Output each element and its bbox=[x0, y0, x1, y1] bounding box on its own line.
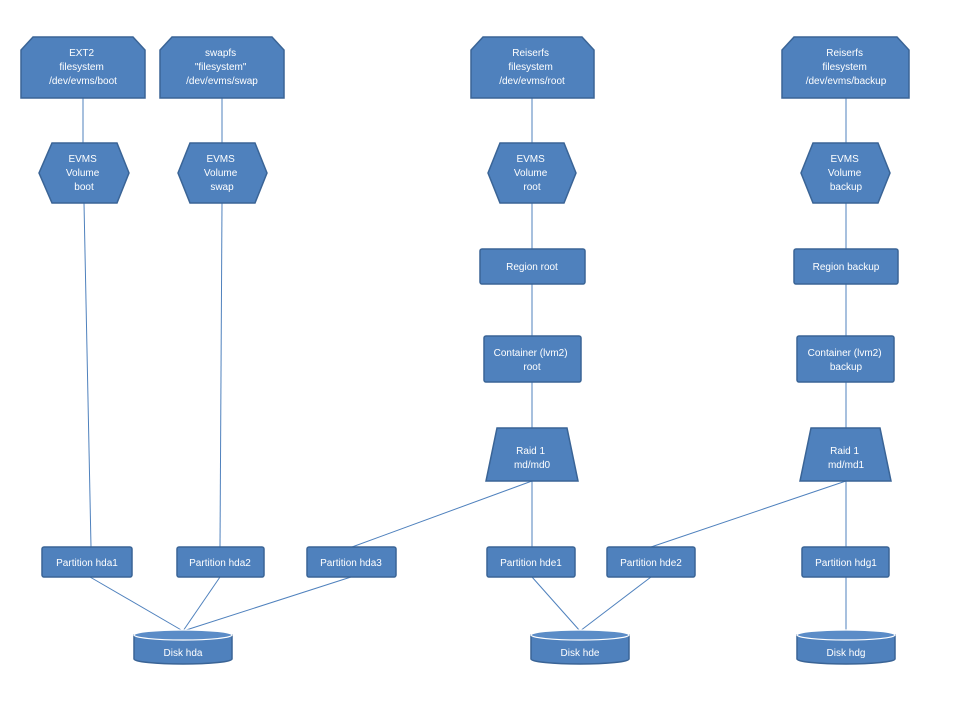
volume-backup-label: EVMS Volume backup bbox=[828, 154, 864, 193]
volume-root: EVMS Volume root bbox=[487, 142, 577, 204]
raid-md0-label: Raid 1 md/md0 bbox=[514, 446, 551, 471]
partition-hda1: Partition hda1 bbox=[41, 546, 133, 578]
edge-volume-boot-hda1 bbox=[83, 202, 92, 548]
partition-hdg1: Partition hdg1 bbox=[801, 546, 890, 578]
region-backup: Region backup bbox=[793, 248, 899, 285]
region-backup-label: Region backup bbox=[813, 262, 880, 273]
volume-swap: EVMS Volume swap bbox=[177, 142, 268, 204]
partition-hda3-label: Partition hda3 bbox=[320, 558, 382, 569]
partition-hda3: Partition hda3 bbox=[306, 546, 397, 578]
container-root: Container (lvm2) root bbox=[483, 335, 582, 383]
filesystem-boot: EXT2 filesystem /dev/evms/boot bbox=[20, 36, 146, 99]
filesystem-root: Reiserfs filesystem /dev/evms/root bbox=[470, 36, 595, 99]
filesystem-swap: swapfs "filesystem" /dev/evms/swap bbox=[159, 36, 285, 99]
volume-boot: EVMS Volume boot bbox=[38, 142, 130, 204]
filesystem-swap-label: swapfs "filesystem" /dev/evms/swap bbox=[186, 48, 258, 87]
partition-hda2: Partition hda2 bbox=[176, 546, 265, 578]
raid-md1-label: Raid 1 md/md1 bbox=[828, 446, 865, 471]
filesystem-boot-label: EXT2 filesystem /dev/evms/boot bbox=[49, 48, 117, 87]
edge-volume-swap-hda2 bbox=[219, 202, 223, 548]
partition-hda1-label: Partition hda1 bbox=[56, 558, 118, 569]
filesystem-backup-label: Reiserfs filesystem /dev/evms/backup bbox=[806, 48, 887, 87]
filesystem-backup: Reiserfs filesystem /dev/evms/backup bbox=[781, 36, 910, 99]
partition-hdg1-label: Partition hdg1 bbox=[815, 558, 877, 569]
partition-hde2: Partition hde2 bbox=[606, 546, 696, 578]
container-backup-label: Container (lvm2) backup bbox=[808, 348, 885, 373]
volume-boot-label: EVMS Volume boot bbox=[66, 154, 102, 193]
edge-hda1-disk-hda bbox=[89, 576, 184, 632]
raid-md1: Raid 1 md/md1 bbox=[799, 427, 892, 482]
edge-hde2-disk-hde bbox=[579, 576, 652, 632]
partition-hde1-label: Partition hde1 bbox=[500, 558, 562, 569]
raid-md0: Raid 1 md/md0 bbox=[485, 427, 579, 482]
edge-raid-md0-hda3 bbox=[351, 480, 533, 548]
partition-hda2-label: Partition hda2 bbox=[189, 558, 251, 569]
container-root-label: Container (lvm2) root bbox=[494, 348, 571, 373]
filesystem-root-label: Reiserfs filesystem /dev/evms/root bbox=[499, 48, 565, 87]
disk-hde-label: Disk hde bbox=[561, 648, 600, 659]
disk-hde: Disk hde bbox=[530, 629, 630, 665]
edge-hde1-disk-hde bbox=[531, 576, 581, 632]
volume-swap-label: EVMS Volume swap bbox=[204, 154, 240, 193]
volume-backup: EVMS Volume backup bbox=[800, 142, 891, 204]
partition-hde1: Partition hde1 bbox=[486, 546, 576, 578]
partition-hde2-label: Partition hde2 bbox=[620, 558, 682, 569]
disk-hda: Disk hda bbox=[133, 629, 233, 665]
connectors bbox=[82, 98, 847, 632]
container-backup: Container (lvm2) backup bbox=[796, 335, 895, 383]
region-root: Region root bbox=[479, 248, 586, 285]
disk-hdg: Disk hdg bbox=[796, 629, 896, 665]
edge-raid-md1-hde2 bbox=[650, 480, 847, 548]
disk-hdg-label: Disk hdg bbox=[827, 648, 866, 659]
region-root-label: Region root bbox=[506, 262, 558, 273]
edge-hda2-disk-hda bbox=[182, 576, 221, 632]
volume-root-label: EVMS Volume root bbox=[514, 154, 550, 193]
disk-hda-label: Disk hda bbox=[164, 648, 203, 659]
edge-hda3-disk-hda bbox=[182, 576, 352, 632]
